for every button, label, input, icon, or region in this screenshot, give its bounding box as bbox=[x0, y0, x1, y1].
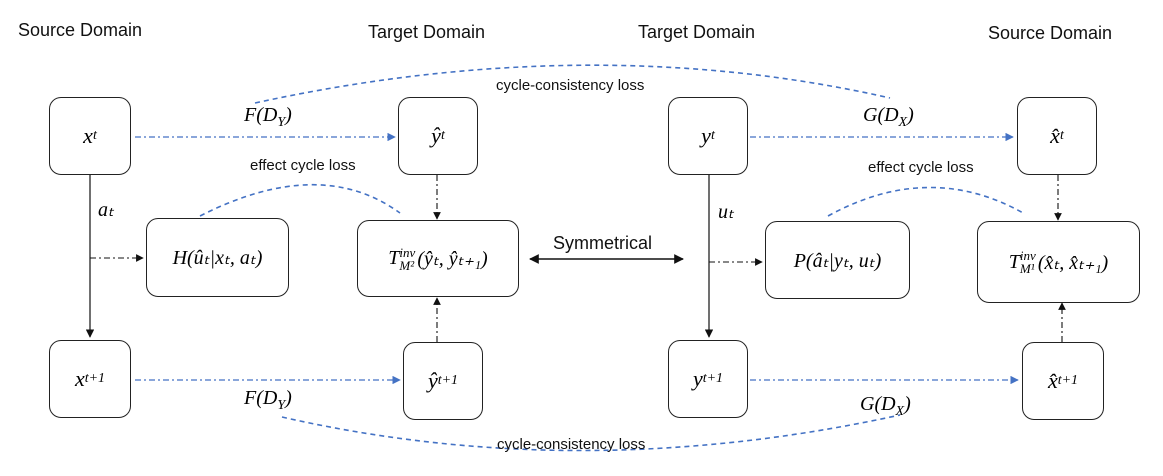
label-F-top: F(DY) bbox=[244, 104, 292, 130]
cycle-loss-curve-bottom bbox=[281, 414, 901, 452]
label-G-top: G(DX) bbox=[863, 104, 914, 130]
H-model-box: H(ûₜ|xₜ, aₜ) bbox=[146, 218, 289, 297]
symmetrical-label: Symmetrical bbox=[553, 233, 653, 253]
P-model-box: P(âₜ|yₜ, uₜ) bbox=[765, 221, 910, 299]
label-F-bottom: F(DY) bbox=[244, 387, 292, 413]
header-source-domain-right: Source Domain bbox=[988, 23, 1113, 43]
label-u-t: uₜ bbox=[718, 201, 734, 223]
header-target-domain-right: Target Domain bbox=[638, 22, 756, 42]
cycle-consistency-loss-top: cycle-consistency loss bbox=[496, 77, 645, 94]
cycle-consistency-loss-bottom: cycle-consistency loss bbox=[497, 436, 646, 453]
effect-loss-curve-left bbox=[199, 183, 401, 217]
effect-cycle-loss-right: effect cycle loss bbox=[868, 159, 974, 176]
label-G-bottom: G(DX) bbox=[860, 393, 911, 419]
cycle-loss-curve-top bbox=[254, 64, 891, 104]
effect-loss-curve-right bbox=[827, 186, 1026, 217]
effect-cycle-loss-left: effect cycle loss bbox=[250, 157, 356, 174]
header-source-domain-left: Source Domain bbox=[18, 20, 143, 40]
node-xhat-t-plus-1: x̂t+1 bbox=[1022, 342, 1104, 420]
label-a-t: aₜ bbox=[98, 199, 114, 221]
node-xhat-t: x̂t bbox=[1017, 97, 1097, 175]
header-target-domain-left: Target Domain bbox=[368, 22, 486, 42]
